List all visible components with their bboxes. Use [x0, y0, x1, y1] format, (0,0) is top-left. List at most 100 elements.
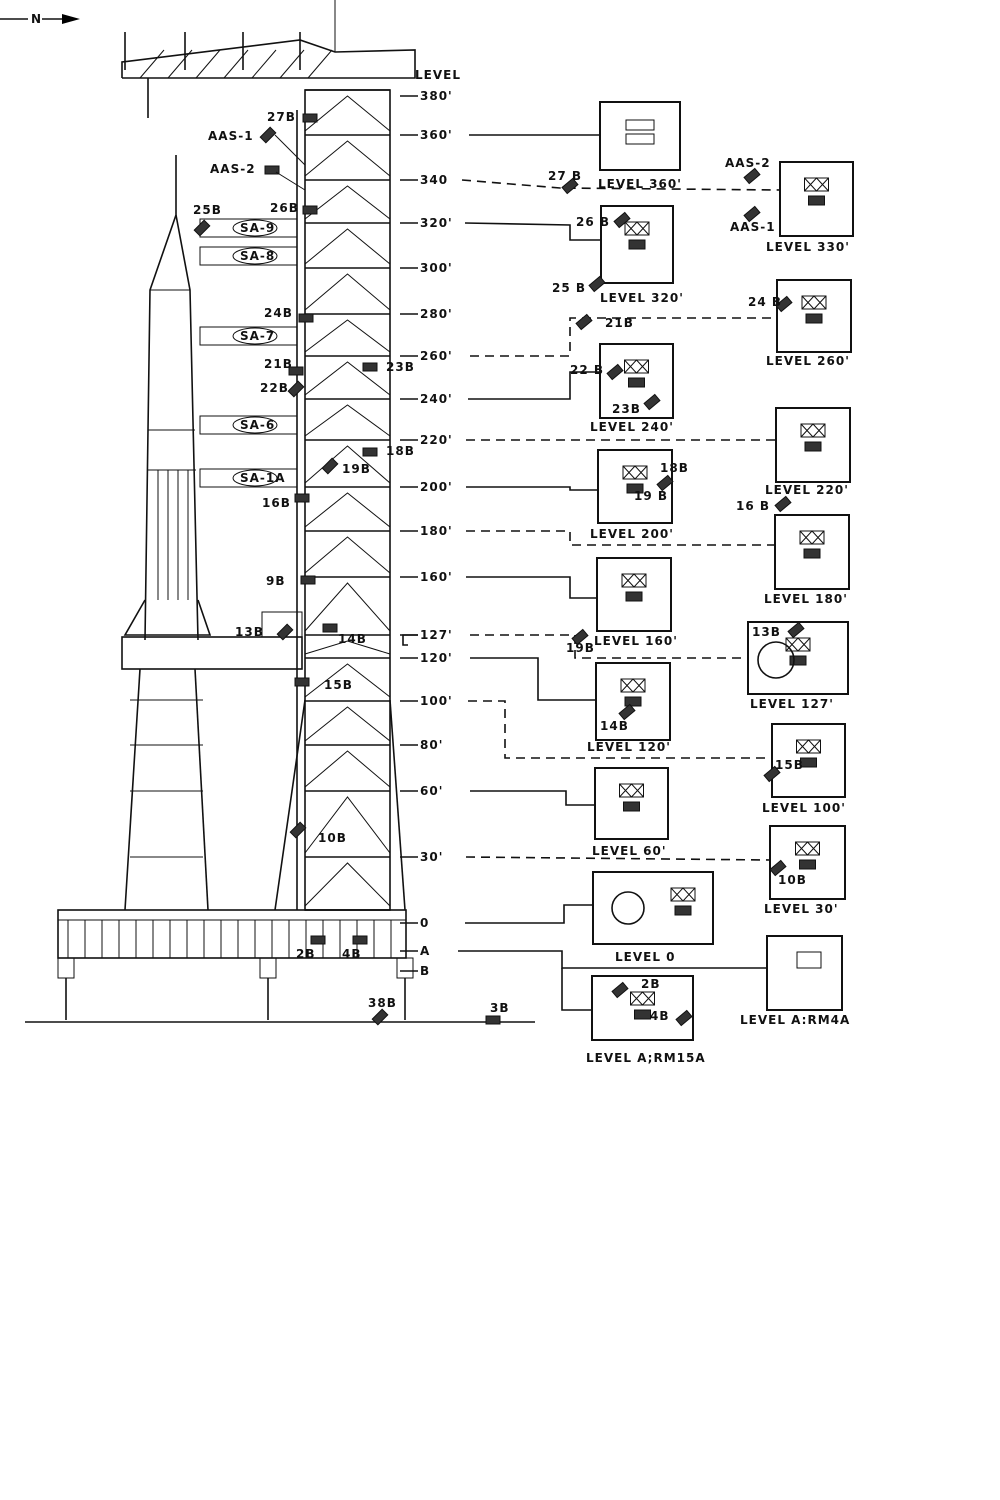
level-label: 380': [420, 89, 453, 103]
plan-station-label: 14B: [600, 719, 629, 733]
tower-bracing: [304, 319, 391, 353]
cabinet-icon: [625, 119, 655, 131]
level-plan: [600, 205, 674, 284]
dashed-connector: [470, 634, 748, 659]
plan-station-label: 19 B: [634, 489, 668, 503]
plan-outline: [599, 101, 681, 171]
plan-equipment-icon: [618, 703, 636, 721]
level-plan: [776, 279, 852, 353]
swing-arm-label: SA-1A: [240, 471, 286, 485]
crossed-box-icon: [630, 991, 655, 1006]
level-label: 340: [420, 173, 448, 187]
rack-icon: [808, 195, 825, 206]
plan-equipment-icon: [774, 495, 792, 513]
crane-truss: [307, 49, 333, 79]
dashed-connector: [468, 700, 772, 759]
tower-bracing: [304, 361, 391, 396]
tower-station-label: 15B: [324, 678, 353, 692]
support-pedestal: [57, 957, 75, 979]
station-equipment-icon: [289, 821, 307, 839]
plan-level-label: LEVEL 360': [598, 177, 682, 191]
connector-line: [464, 222, 601, 241]
leader-line: [275, 171, 306, 191]
tower-bracing: [304, 140, 391, 177]
plan-station-label: 26 B: [576, 215, 610, 229]
connector-line: [466, 576, 597, 599]
connector-line: [470, 657, 596, 701]
plan-station-label: AAS-2: [725, 156, 771, 170]
tower-station-label: 9B: [266, 574, 286, 588]
level-label: 240': [420, 392, 453, 406]
pedestal-leg: [194, 668, 209, 911]
station-equipment-icon: [294, 677, 310, 687]
crane-truss: [167, 49, 193, 79]
plan-station-label: 4B: [650, 1009, 670, 1023]
rack-icon: [623, 801, 640, 812]
station-equipment-icon: [352, 935, 368, 945]
level-label: 180': [420, 524, 453, 538]
crossed-box-icon: [620, 678, 646, 693]
tower-station-label: 18B: [386, 444, 415, 458]
plan-level-label: LEVEL 160': [594, 634, 678, 648]
tower-bracing: [304, 492, 391, 528]
rack-icon: [625, 591, 643, 602]
plan-station-label: 15B: [775, 758, 804, 772]
station-equipment-icon: [310, 935, 326, 945]
rack-icon: [674, 905, 692, 916]
swing-arm-tag: [232, 247, 278, 265]
plan-outline: [591, 975, 694, 1041]
crane-truss: [279, 49, 305, 79]
level-label: 260': [420, 349, 453, 363]
tower-station-label: 24B: [264, 306, 293, 320]
tower-station-label: 14B: [338, 632, 367, 646]
plan-equipment-icon: [561, 177, 579, 195]
station-equipment-icon: [321, 457, 339, 475]
swing-arm: [199, 326, 298, 346]
plan-station-label: 19B: [566, 641, 595, 655]
plan-equipment-icon: [571, 628, 589, 646]
plan-equipment-icon: [769, 859, 787, 877]
crossed-box-icon: [800, 423, 826, 438]
rocket-outline: [144, 155, 177, 641]
plan-equipment-icon: [787, 621, 805, 639]
level-label: 30': [420, 850, 443, 864]
swing-arm: [199, 415, 298, 435]
station-equipment-icon: [298, 313, 314, 323]
tower-station-label: 38B: [368, 996, 397, 1010]
rack-icon: [789, 655, 807, 666]
level-plan: [592, 871, 714, 945]
tower-station-label: 19B: [342, 462, 371, 476]
umbilical-tower: [304, 89, 391, 911]
rack-icon: [628, 377, 645, 388]
crossed-box-icon: [795, 841, 820, 856]
plan-station-label: 21B: [605, 316, 634, 330]
level-label: 220': [420, 433, 453, 447]
tower-station-label: 16B: [262, 496, 291, 510]
swing-arm-tag: [232, 327, 278, 345]
rack-icon: [626, 483, 644, 494]
plan-level-label: LEVEL 260': [766, 354, 850, 368]
tower-bracing: [304, 445, 391, 484]
tower-bracing: [304, 185, 391, 220]
level-label: 200': [420, 480, 453, 494]
connector-line: [458, 950, 767, 969]
crossed-box-icon: [799, 530, 825, 545]
rack-icon: [799, 859, 816, 870]
swing-arm-tag: [232, 469, 278, 487]
rocket-fins: [123, 599, 212, 636]
tower-bracing: [304, 273, 391, 311]
crossed-box-icon: [785, 637, 811, 652]
tower-leg: [274, 699, 306, 911]
dashed-connector: [466, 530, 775, 546]
plan-level-label: LEVEL A;RM15A: [586, 1051, 706, 1065]
tower-station-label: 23B: [386, 360, 415, 374]
tower-bracing: [304, 706, 391, 742]
launcher-platform: [121, 636, 303, 670]
plan-station-label: 24 B: [748, 295, 782, 309]
plan-station-label: 27 B: [548, 169, 582, 183]
crane-truss: [195, 49, 221, 79]
rack-icon: [800, 757, 817, 768]
swing-arm-tag: [232, 416, 278, 434]
level-plan: [766, 935, 843, 1011]
swing-arm-label: SA-7: [240, 329, 275, 343]
